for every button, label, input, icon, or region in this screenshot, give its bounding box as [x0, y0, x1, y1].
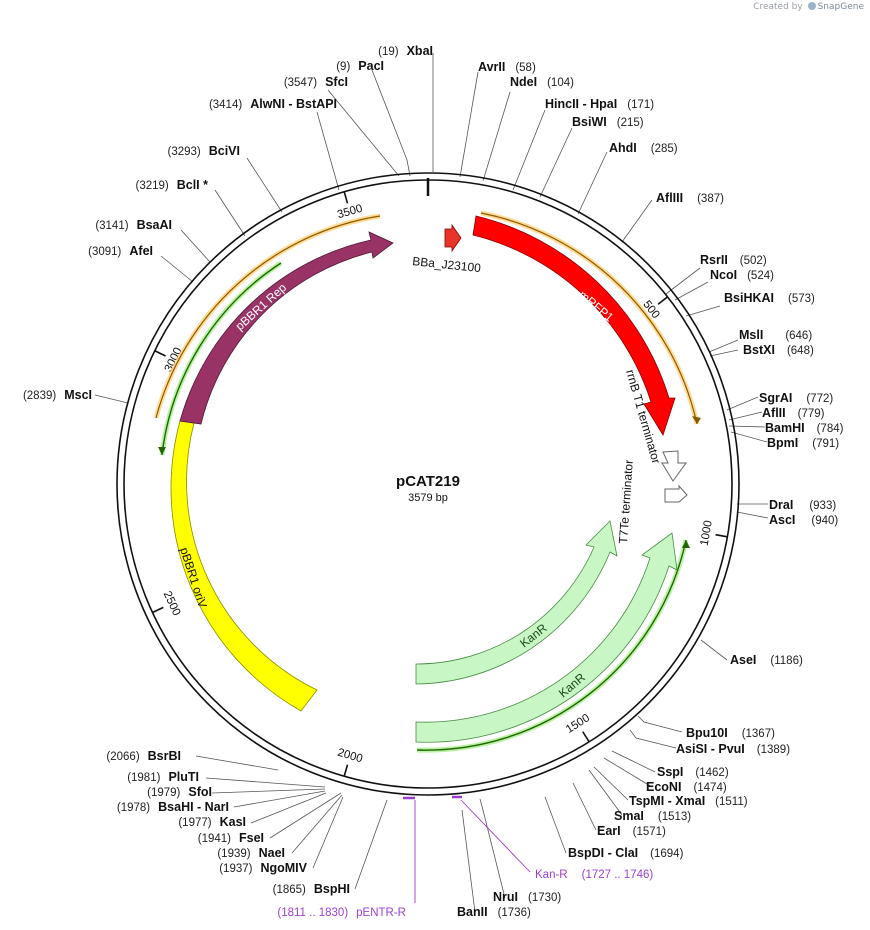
site-bamhi[interactable]: BamHI(784) [765, 421, 844, 435]
ruler-label: 1500 [564, 712, 592, 736]
site-ncoi[interactable]: NcoI(524) [710, 268, 774, 282]
credit-text: Created by [753, 2, 803, 12]
primer-kan-r[interactable]: Kan-R(1727 .. 1746) [535, 869, 653, 881]
ruler-tick [152, 606, 164, 614]
site-sfoi[interactable]: (1979)SfoI [147, 785, 212, 799]
site-asisi-pvui[interactable]: AsiSI - PvuI(1389) [676, 742, 790, 756]
site-banii[interactable]: BanII(1736) [457, 905, 531, 919]
site-sspi[interactable]: SspI(1462) [657, 765, 729, 779]
ruler-tick [343, 191, 349, 204]
plasmid-size: 3579 bp [408, 492, 448, 504]
site-bsihkai[interactable]: BsiHKAI(573) [724, 291, 815, 305]
credit-brand: SnapGene [817, 2, 864, 12]
ruler-tick [582, 731, 590, 743]
feature-pbbr1-rep[interactable] [179, 231, 394, 425]
site-alwni-bstapi[interactable]: (3414)AlwNI - BstAPI [209, 97, 337, 111]
site-bcli[interactable]: (3219)BclI * [135, 178, 208, 192]
site-avrii[interactable]: AvrII(58) [478, 60, 536, 74]
feature-label-bba-j23100: BBa_J23100 [412, 254, 482, 275]
site-bstxi[interactable]: BstXI(648) [743, 343, 814, 357]
snapgene-credit: Created by SnapGene [753, 2, 864, 12]
primer-pentr-r[interactable]: (1811 .. 1830)pENTR-R [277, 907, 406, 919]
site-bsrbi[interactable]: (2066)BsrBI [106, 749, 181, 763]
feature-rrnb-t1-terminator[interactable] [661, 450, 687, 482]
site-xbai[interactable]: (19)XbaI [378, 44, 433, 58]
site-bsahi-nari[interactable]: (1978)BsaHI - NarI [117, 800, 229, 814]
site-afliii[interactable]: AflIII(387) [656, 191, 724, 205]
site-nrui[interactable]: NruI(1730) [493, 890, 561, 904]
site-afei[interactable]: (3091)AfeI [88, 244, 153, 258]
snapgene-logo-icon [807, 2, 816, 10]
site-naei[interactable]: (1939)NaeI [217, 846, 285, 860]
ruler-label: 2500 [161, 589, 183, 617]
site-tspmi-xmai[interactable]: TspMI - XmaI(1511) [629, 794, 748, 808]
site-msli[interactable]: MslI(646) [739, 328, 812, 342]
feature-t7te-terminator[interactable] [664, 484, 688, 503]
primer-leader-lines [414, 799, 531, 903]
feature-bba-j23100[interactable] [444, 223, 462, 253]
site-smai[interactable]: SmaI(1513) [614, 809, 691, 823]
site-msci[interactable]: (2839)MscI [23, 388, 92, 402]
site-bpmi[interactable]: BpmI(791) [767, 436, 839, 450]
site-asci[interactable]: AscI(940) [769, 513, 838, 527]
site-sgrai[interactable]: SgrAI(772) [759, 391, 833, 405]
site-sfci[interactable]: (3547)SfcI [284, 75, 348, 89]
ruler-tick [343, 764, 349, 777]
site-bsiwi[interactable]: BsiWI(215) [572, 115, 644, 129]
orf-arcs-green [158, 260, 690, 753]
ruler-tick [657, 296, 669, 305]
site-bspdi-clai[interactable]: BspDI - ClaI(1694) [568, 846, 684, 860]
site-asei[interactable]: AseI(1186) [730, 653, 803, 667]
site-bsaai[interactable]: (3141)BsaAI [95, 218, 172, 232]
ruler-label: 2000 [336, 747, 364, 766]
site-drai[interactable]: DraI(933) [769, 498, 836, 512]
site-hincii-hpai[interactable]: HincII - HpaI(171) [545, 97, 654, 111]
plasmid-name: pCAT219 [396, 473, 460, 490]
feature-mrfp1[interactable] [472, 215, 676, 436]
site-ngomiv[interactable]: (1937)NgoMIV [219, 861, 307, 875]
ruler-tick [154, 350, 166, 357]
site-eari[interactable]: EarI(1571) [597, 824, 666, 838]
feature-kanr-outer[interactable] [415, 532, 678, 743]
feature-kanr-inner[interactable] [415, 520, 618, 685]
site-ahdi[interactable]: AhdI(285) [609, 141, 678, 155]
site-fsei[interactable]: (1941)FseI [198, 831, 264, 845]
feature-label-t7te: T7Te terminator [616, 459, 636, 544]
ruler-label: 1000 [699, 520, 715, 547]
site-econi[interactable]: EcoNI(1474) [646, 780, 727, 794]
site-pluti[interactable]: (1981)PluTI [127, 770, 199, 784]
feature-label-pbbr1-rep: pBBR1 Rep [233, 280, 290, 333]
site-kasi[interactable]: (1977)KasI [178, 815, 246, 829]
site-rsrii[interactable]: RsrII(502) [700, 253, 767, 267]
orf-arcs [153, 210, 701, 425]
site-bsphi[interactable]: (1865)BspHI [273, 882, 350, 896]
backbone-outer [116, 172, 740, 796]
site-bcivi[interactable]: (3293)BciVI [167, 144, 240, 158]
feature-pbbr1-oriv[interactable] [170, 420, 318, 712]
site-leader-lines [94, 53, 769, 913]
site-ndei[interactable]: NdeI(104) [510, 75, 574, 89]
ruler-tick [715, 533, 728, 538]
site-paci[interactable]: (9)PacI [336, 59, 384, 73]
site-aflii[interactable]: AflII(779) [762, 406, 825, 420]
site-bpu10i[interactable]: Bpu10I(1367) [686, 726, 775, 740]
